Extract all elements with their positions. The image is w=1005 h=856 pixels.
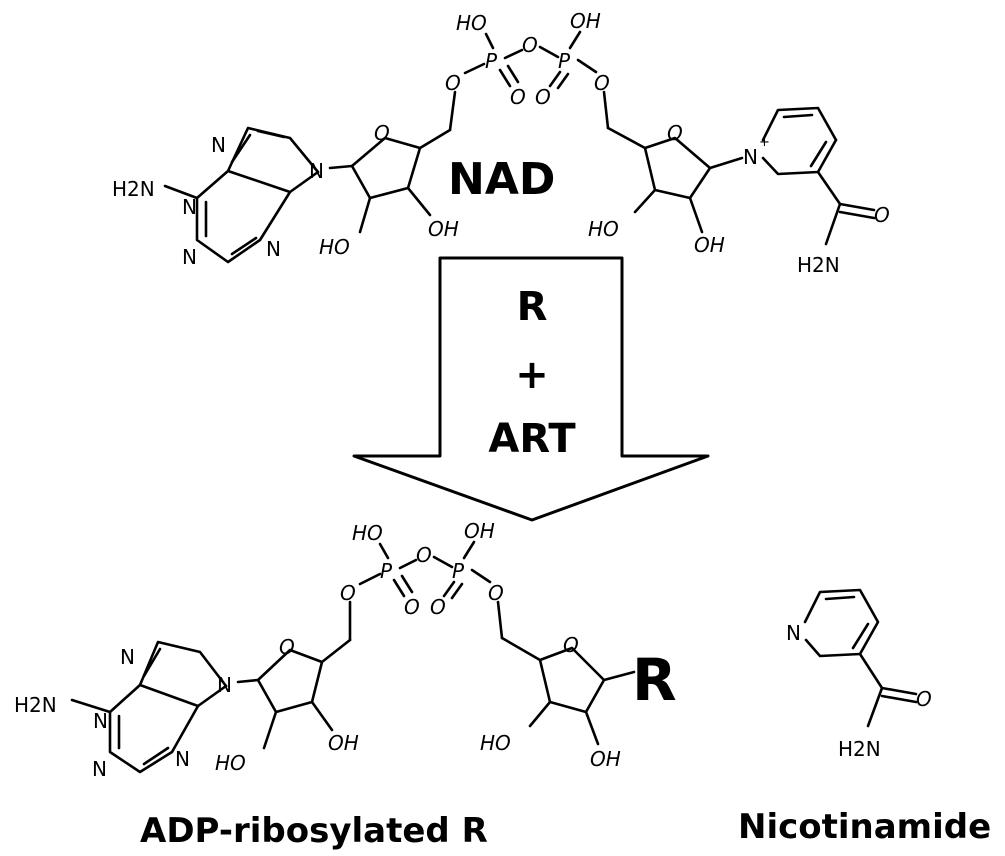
- nad-pyridinium: N + O H2N: [743, 106, 890, 277]
- nad-adenine-n-label: N: [182, 245, 197, 269]
- nad-phosphorus-label: P: [485, 49, 498, 73]
- nad-amine-label: H2N: [112, 177, 155, 201]
- product-phosphorus-label: P: [380, 559, 393, 583]
- product-phosphorus-label: P: [452, 559, 465, 583]
- nicotinamide-o-label: O: [916, 687, 932, 711]
- product-ribose-ho-label: HO: [215, 751, 246, 775]
- nicotinamide-amine-label: H2N: [838, 737, 881, 761]
- nad-ribose-o-label: O: [667, 121, 683, 145]
- nad-ribose-oh-label: OH: [694, 233, 725, 257]
- nad-phosphate-o-label: O: [594, 71, 610, 95]
- nad-phosphate-o-label: O: [535, 85, 551, 109]
- reaction-arrow: R + ART: [352, 256, 710, 522]
- product-phosphate-oh-label: OH: [464, 519, 495, 543]
- product-adenine-n-label: N: [93, 709, 108, 733]
- nad-phosphate-ho-label: HO: [456, 11, 487, 35]
- nicotinamide-molecule: N O H2N: [786, 588, 932, 761]
- product-ribose-oh-label: OH: [590, 747, 621, 771]
- product-adenine-n-label: N: [217, 673, 232, 697]
- product-adenine-n-label: N: [120, 645, 135, 669]
- product-phosphate-o-label: O: [430, 595, 446, 619]
- nad-pyridinium-n-label: N: [743, 145, 758, 169]
- product-adenine: H2N N N N N N: [14, 640, 232, 781]
- product-adenine-n-label: N: [92, 757, 107, 781]
- nad-ribose-oh-label: OH: [428, 217, 459, 241]
- arrow-plus-label: +: [515, 352, 549, 398]
- product-phosphate-o-label: O: [416, 543, 432, 567]
- product-phosphate-o-label: O: [488, 581, 504, 605]
- product-r-group: R: [632, 646, 677, 714]
- nad-ribose-ho-label: HO: [319, 235, 350, 259]
- nad-positive-charge: +: [759, 135, 770, 150]
- nad-ribose-ho-label: HO: [588, 217, 619, 241]
- nad-pyrophosphate: O P HO O O P OH O O: [445, 9, 610, 109]
- nad-adenine: H2N N N N N N: [112, 126, 324, 269]
- product-caption: ADP-ribosylated R: [140, 811, 488, 851]
- nad-ribose-left: O HO OH: [319, 90, 459, 259]
- product-phosphate-o-label: O: [340, 581, 356, 605]
- arrow-substrate-label: R: [517, 284, 548, 330]
- nicotinamide-n-label: N: [786, 621, 801, 645]
- nad-ribose-o-label: O: [374, 121, 390, 145]
- product-ribose-o-label: O: [563, 633, 579, 657]
- nad-molecule: H2N N N N N N O HO OH O P HO: [112, 9, 890, 277]
- product-ribose-ho-label: HO: [480, 731, 511, 755]
- product-amine-label: H2N: [14, 693, 57, 717]
- nad-adenine-n-label: N: [211, 133, 226, 157]
- nad-ribose-right: O HO OH: [588, 90, 744, 257]
- nad-amide-o-label: O: [874, 203, 890, 227]
- product-phosphate-ho-label: HO: [352, 521, 383, 545]
- product-ribose-left: O HO OH: [215, 600, 359, 775]
- product-phosphate-o-label: O: [404, 595, 420, 619]
- adp-ribosylated-molecule: H2N N N N N N O HO OH O P HO O: [14, 519, 677, 781]
- product-ribose-right: O HO OH: [480, 600, 636, 771]
- product-adenine-n-label: N: [175, 747, 190, 771]
- nicotinamide-caption: Nicotinamide: [738, 807, 991, 847]
- product-pyrophosphate: O P HO O O P OH O O: [340, 519, 504, 619]
- nad-name: NAD: [448, 154, 555, 205]
- nad-amide-amine-label: H2N: [797, 253, 840, 277]
- nad-phosphate-oh-label: OH: [570, 9, 601, 33]
- product-ribose-oh-label: OH: [328, 731, 359, 755]
- nad-phosphate-o-label: O: [510, 85, 526, 109]
- nad-adenine-n-label: N: [266, 237, 281, 261]
- arrow-enzyme-label: ART: [488, 416, 576, 462]
- nad-phosphorus-label: P: [558, 49, 571, 73]
- product-ribose-o-label: O: [279, 635, 295, 659]
- nad-adenine-n-label: N: [309, 159, 324, 183]
- nad-phosphate-o-label: O: [522, 33, 538, 57]
- nad-adenine-n-label: N: [182, 195, 197, 219]
- nad-phosphate-o-label: O: [445, 71, 461, 95]
